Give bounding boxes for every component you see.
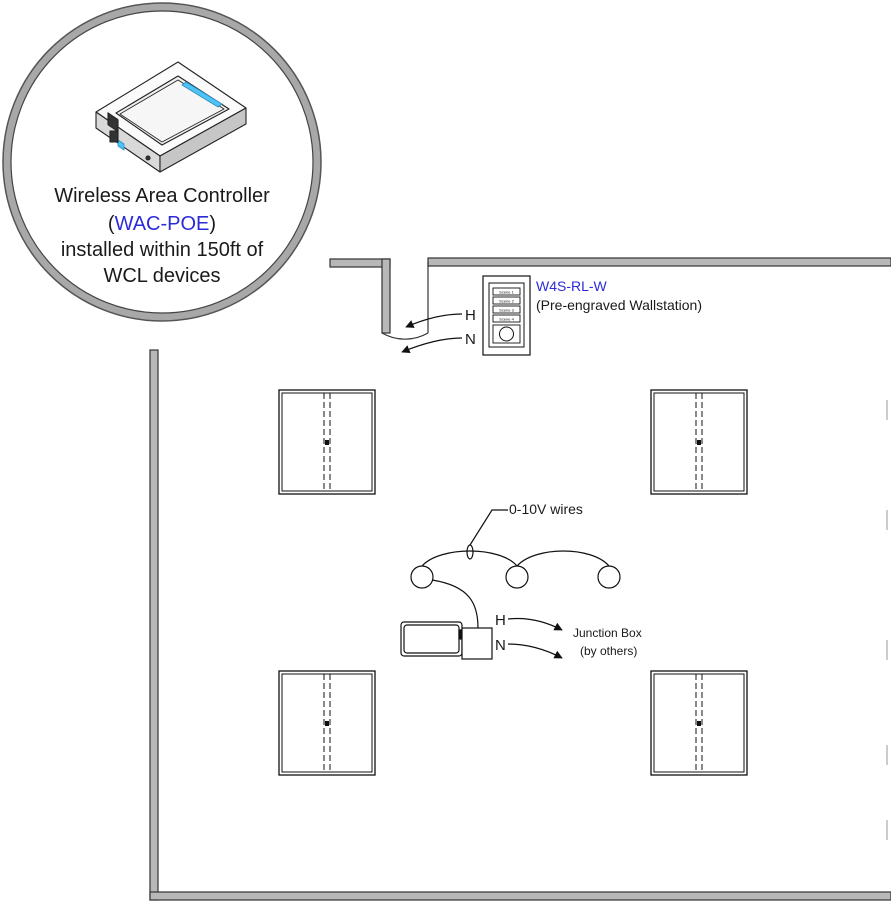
- wire-label: 0-10V wires: [509, 501, 583, 517]
- wallstation-model: W4S-RL-W: [536, 278, 608, 294]
- light-fixture-bottom-left: [278, 670, 376, 776]
- wallstation-device: Scene 1 Scene 2 Scene 3 Scene 4: [482, 275, 531, 356]
- wallstation-button-2-label: Scene 2: [499, 299, 514, 304]
- junction-box-label: Junction Box: [573, 626, 642, 640]
- junction-box-note: (by others): [580, 644, 637, 658]
- driver-wire-arrows: [507, 617, 563, 659]
- room-walls: [149, 257, 891, 901]
- door: [381, 262, 429, 340]
- wallstation-neutral-label: N: [465, 331, 476, 348]
- wallstation-description: (Pre-engraved Wallstation): [536, 297, 702, 313]
- wallstation-button-1-label: Scene 1: [499, 290, 514, 295]
- wallstation-hot-label: H: [465, 307, 476, 324]
- controller-install-note-2: WCL devices: [103, 265, 220, 287]
- controller-model: WAC-POE: [115, 213, 210, 235]
- controller-paren-open: (: [108, 213, 115, 235]
- driver-neutral-label: N: [495, 637, 506, 654]
- controller-paren-close: ): [209, 213, 216, 235]
- wallstation-button-3-label: Scene 3: [499, 308, 514, 313]
- driver-hot-label: H: [495, 612, 506, 629]
- controller-title: Wireless Area Controller: [54, 185, 270, 207]
- driver-power-pack: [400, 621, 493, 660]
- sensors-and-wiring: [410, 509, 621, 629]
- wallstation-wire-arrows: [401, 313, 463, 354]
- light-fixture-top-left: [278, 389, 376, 495]
- controller-model-line: (WAC-POE): [108, 213, 216, 235]
- light-fixture-top-right: [650, 389, 748, 495]
- light-fixture-bottom-right: [650, 670, 748, 776]
- controller-install-note: installed within 150ft of: [61, 239, 264, 261]
- wallstation-button-4-label: Scene 4: [499, 317, 514, 322]
- wac-poe-device-illustration: [95, 61, 247, 173]
- controller-callout: Wireless Area Controller (WAC-POE) insta…: [2, 2, 322, 322]
